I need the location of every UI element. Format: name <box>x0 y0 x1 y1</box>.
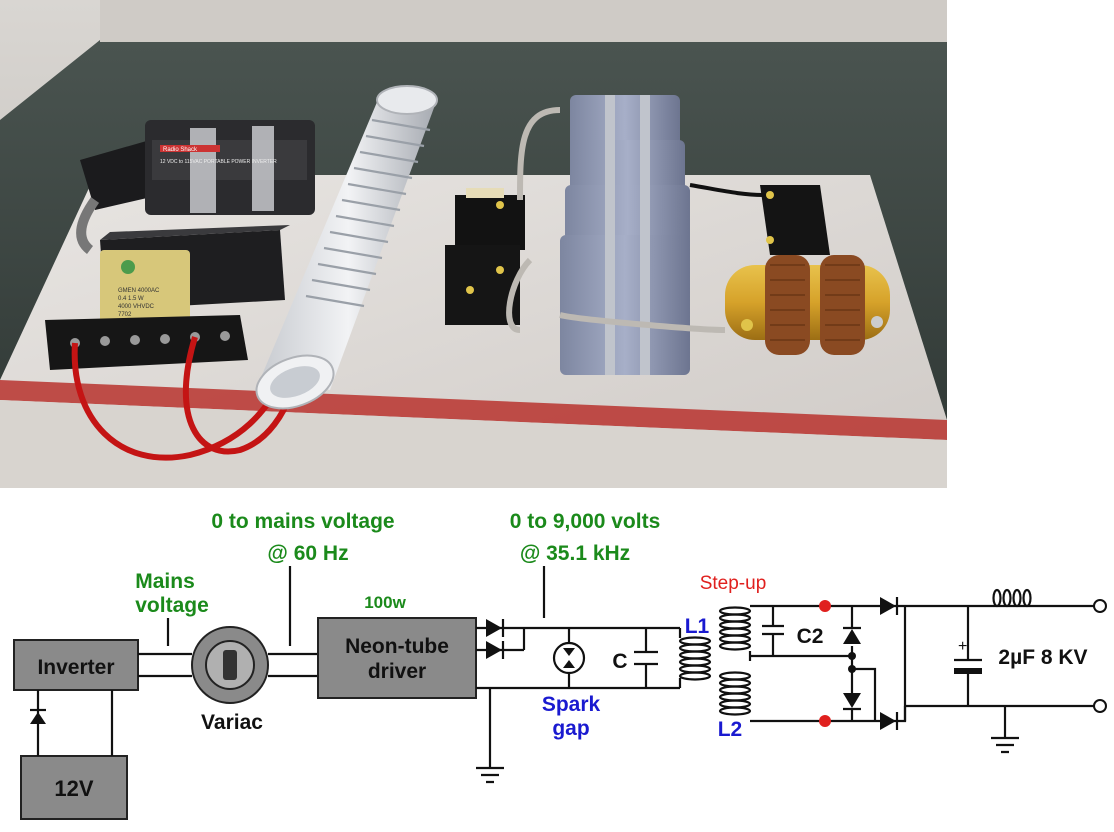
capacitor-c2 <box>762 606 784 656</box>
variac-voltage-label-1: 0 to mains voltage <box>211 510 394 533</box>
output-terminal-top <box>1093 599 1107 613</box>
variac-symbol <box>191 626 269 704</box>
inverter-label: Inverter <box>37 656 114 679</box>
capacitor-c <box>634 628 658 688</box>
inverter-label: 12 VDC to 115VAC PORTABLE POWER INVERTER <box>160 159 277 165</box>
output-inductor <box>992 588 1032 608</box>
battery-diode <box>30 712 46 724</box>
battery-box <box>20 755 128 820</box>
mains-voltage-label-2: voltage <box>135 594 209 617</box>
inverter-box <box>13 639 139 691</box>
tesla-coil-pipe <box>255 85 438 410</box>
output-capacitor: + <box>954 606 982 706</box>
apparatus-photo: Radio Shack 12 VDC to 115VAC PORTABLE PO… <box>0 0 947 488</box>
spark-gap-symbol <box>552 628 586 688</box>
output-capacitor-label: 2µF 8 KV <box>998 646 1087 669</box>
green-capacitor: GMEN 4000AC 0.4 1.5 W 4000 VHVDC 7702 <box>100 250 190 330</box>
inverter-brand: Radio Shack <box>163 147 198 153</box>
battery-label: 12V <box>54 776 93 801</box>
red-node-bottom <box>819 715 831 727</box>
gray-wire-3 <box>506 257 533 333</box>
cap-label-4: 7702 <box>118 312 132 318</box>
driver-label-1: Neon-tube <box>345 635 449 658</box>
variac-voltage-label-2: @ 60 Hz <box>267 542 348 565</box>
cap-label-1: GMEN 4000AC <box>118 288 160 294</box>
capacitor-bank <box>560 95 690 375</box>
driver-voltage-label-2: @ 35.1 kHz <box>520 542 630 565</box>
inverter-variac-lines <box>138 652 192 678</box>
driver-voltage-label-1: 0 to 9,000 volts <box>510 510 661 533</box>
step-up-transformer <box>725 255 890 355</box>
capacitor-c2-label: C2 <box>797 625 824 648</box>
neon-driver-box <box>317 617 477 699</box>
terminal-strip-left <box>45 315 248 370</box>
cap-label-2: 0.4 1.5 W <box>118 296 144 302</box>
red-wire-1 <box>71 342 283 461</box>
primary-coil <box>678 628 712 688</box>
terminal-strip-right <box>689 183 830 255</box>
red-wire-2 <box>182 336 293 455</box>
spark-gap-label-2: gap <box>552 717 589 740</box>
ground-symbol-1 <box>476 766 504 784</box>
ground-symbol-2 <box>991 736 1019 754</box>
secondary-coil-bottom <box>718 671 752 716</box>
output-terminal-bottom <box>1093 699 1107 713</box>
red-node-top <box>819 600 831 612</box>
variac-driver-lines <box>268 652 318 678</box>
l1-label: L1 <box>685 615 710 638</box>
circuit-schematic: Mains voltage 0 to mains voltage @ 60 Hz… <box>13 510 1107 820</box>
polarity-plus: + <box>958 638 967 655</box>
secondary-coil-top <box>718 606 752 651</box>
cap-label-3: 4000 VHVDC <box>118 304 155 310</box>
gray-wire-2 <box>559 312 726 333</box>
battery-wires <box>36 690 114 756</box>
power-rating-label: 100w <box>364 593 406 612</box>
capacitor-c-label: C <box>612 650 627 673</box>
mains-voltage-label-1: Mains <box>135 570 195 593</box>
spark-gap-assembly <box>445 188 525 325</box>
gray-wire-1 <box>517 107 561 201</box>
bridge-rectifier <box>843 597 899 730</box>
step-up-label: Step-up <box>700 573 767 594</box>
driver-output-diodes <box>476 619 526 659</box>
l2-label: L2 <box>718 718 743 741</box>
spark-gap-label-1: Spark <box>542 693 601 716</box>
variac-label: Variac <box>201 711 263 734</box>
driver-label-2: driver <box>368 660 426 683</box>
power-inverter: Radio Shack 12 VDC to 115VAC PORTABLE PO… <box>76 120 315 254</box>
